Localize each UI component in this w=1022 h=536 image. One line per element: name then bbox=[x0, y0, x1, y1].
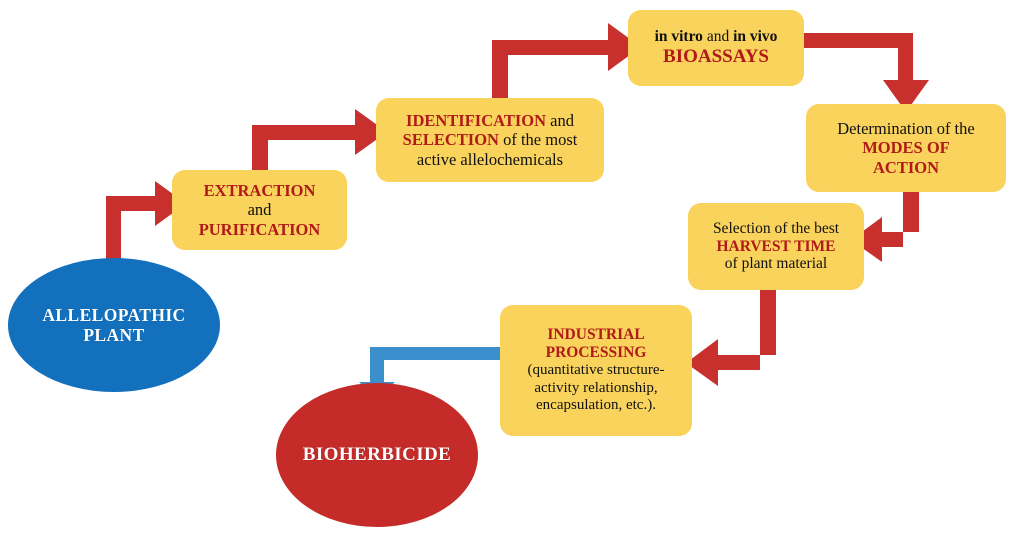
node-identification-line2-strong: SELECTION bbox=[402, 130, 499, 150]
connector-modes-to-harvest bbox=[851, 185, 919, 262]
node-extraction-line1: EXTRACTION bbox=[203, 181, 316, 201]
node-bioassays-in-vivo: in vivo bbox=[733, 28, 778, 45]
node-harvest-line2: HARVEST TIME bbox=[716, 237, 836, 255]
node-industrial-line4: activity relationship, bbox=[534, 379, 658, 396]
node-bioassays-in-vitro: in vitro bbox=[654, 28, 703, 45]
node-bioassays-line1: in vitro and in vivo bbox=[655, 28, 778, 46]
node-identification-line2-plain: of the most bbox=[498, 130, 578, 150]
connector-plant-to-extraction bbox=[106, 181, 186, 272]
node-bioherbicide[interactable]: BIOHERBICIDE bbox=[276, 383, 478, 527]
node-modes-line1: Determination of the bbox=[837, 119, 975, 139]
node-harvest-line3: of plant material bbox=[724, 255, 828, 273]
node-allelopathic-plant-line2: PLANT bbox=[83, 325, 145, 345]
node-harvest-time[interactable]: Selection of the best HARVEST TIME of pl… bbox=[688, 203, 864, 290]
connector-identification-to-bioassays bbox=[492, 23, 641, 106]
node-bioassays[interactable]: in vitro and in vivo BIOASSAYS bbox=[628, 10, 804, 86]
connector-bioassays-to-modes bbox=[795, 33, 929, 112]
node-industrial-processing[interactable]: INDUSTRIAL PROCESSING (quantitative stru… bbox=[500, 305, 692, 436]
node-industrial-line5: encapsulation, etc.). bbox=[536, 397, 656, 414]
node-identification-line2: SELECTION of the most bbox=[403, 130, 578, 149]
node-identification-selection[interactable]: IDENTIFICATION and SELECTION of the most… bbox=[376, 98, 604, 182]
node-identification-line1-plain: and bbox=[546, 111, 574, 131]
node-industrial-line2: PROCESSING bbox=[545, 344, 647, 362]
connector-harvest-to-industrial bbox=[686, 283, 776, 386]
node-modes-line3: ACTION bbox=[872, 157, 939, 177]
node-extraction-purification[interactable]: EXTRACTION and PURIFICATION bbox=[172, 170, 347, 250]
node-allelopathic-plant-line1: ALLELOPATHIC bbox=[42, 304, 186, 325]
node-bioassays-line2: BIOASSAYS bbox=[663, 45, 769, 67]
node-modes-of-action[interactable]: Determination of the MODES OF ACTION bbox=[806, 104, 1006, 192]
node-identification-line1-strong: IDENTIFICATION bbox=[406, 111, 546, 131]
node-modes-line2: MODES OF bbox=[862, 138, 950, 158]
connector-extraction-to-identification bbox=[252, 109, 387, 178]
node-bioherbicide-label: BIOHERBICIDE bbox=[302, 443, 452, 465]
node-harvest-line1: Selection of the best bbox=[712, 219, 840, 237]
node-industrial-line1: INDUSTRIAL bbox=[547, 326, 645, 344]
node-extraction-line2: and bbox=[247, 200, 272, 220]
node-identification-line1: IDENTIFICATION and bbox=[406, 111, 574, 130]
node-bioassays-conjunction: and bbox=[702, 28, 734, 45]
node-identification-line3: active allelochemicals bbox=[416, 149, 564, 169]
node-industrial-line3: (quantitative structure- bbox=[527, 362, 665, 379]
node-extraction-line3: PURIFICATION bbox=[198, 219, 321, 239]
node-allelopathic-plant[interactable]: ALLELOPATHIC PLANT bbox=[8, 258, 220, 392]
